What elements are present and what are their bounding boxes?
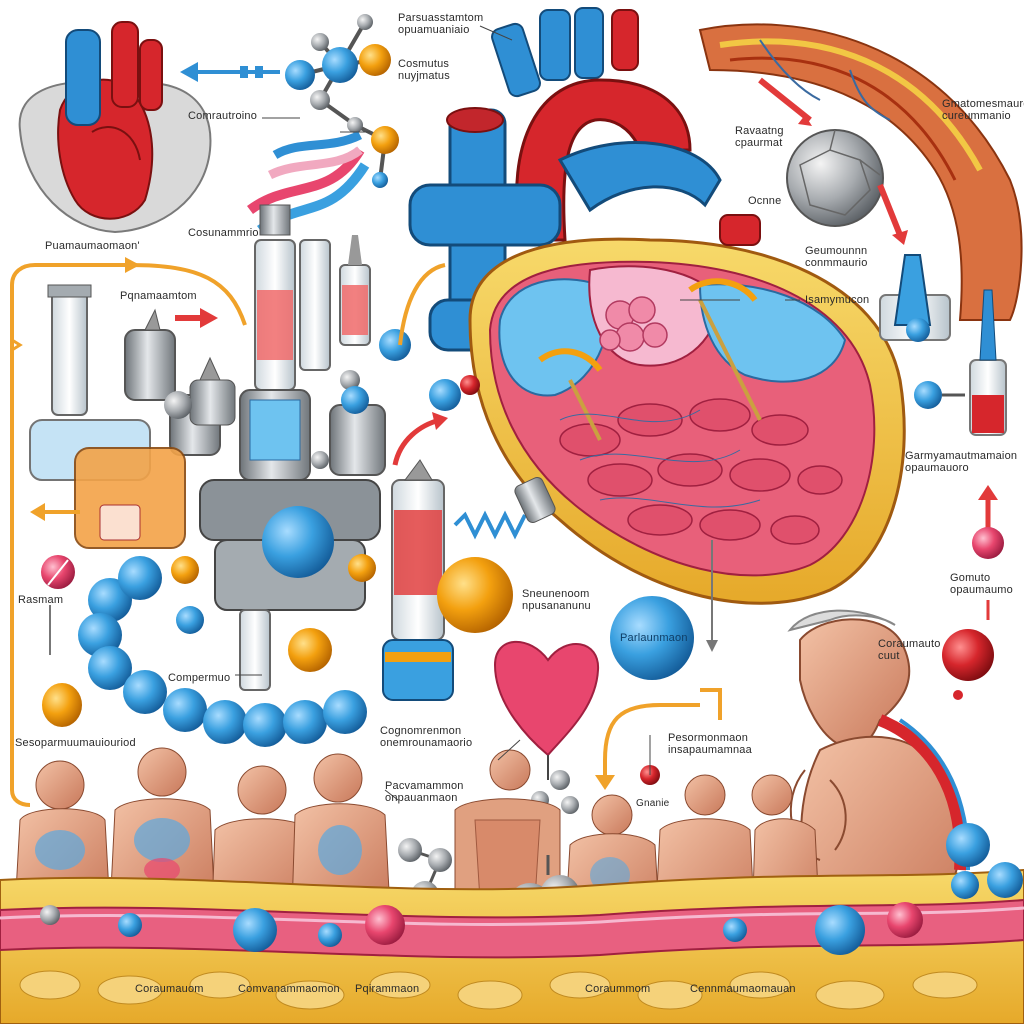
pink-organ [493,640,600,814]
red-ball-right [942,629,994,681]
orange-organ [42,683,82,727]
label-footer-4: Coraummom [585,983,651,995]
vial-right [969,289,1007,436]
syringe-apparatus [29,204,556,701]
label-right-mid: Geumounnn conmmaurio [805,245,868,269]
label-mid-bottom: Cognomrenmon onemrounamaorio [380,725,473,749]
muscle-fiber-band [698,23,1023,321]
label-right-ocm: Ocnne [748,195,782,207]
label-top-center-1: Parsuasstamtom opuamuaniaio [398,12,484,36]
label-right-gaxpo: Garmyamautmamaion opaumauoro [905,450,1018,474]
label-heart-inner: Isamymucon [805,294,870,306]
blue-bead-right [914,381,942,409]
red-arrow-2 [877,183,903,237]
band-balls [40,765,1023,955]
label-left-heart-caption: Puamaumaomaon' [45,240,140,252]
apparatus-beads [164,329,513,672]
label-mid-orange: Sneunenoom npusananunu [522,588,591,612]
label-right-rateside: Ravaatng cpaurmat [735,125,784,149]
center-blue-ball [610,596,694,680]
label-apparatus: Pqnamaamtom [120,290,197,302]
red-arrow-1 [758,77,812,123]
label-left-long: Sesoparmuumauiouriod [15,737,136,749]
label-left-ravasnm: Rasmam [18,594,64,606]
label-footer-5: Cennmaumaomauan [690,983,796,995]
molecule-cluster [285,14,399,188]
small-heart-illustration [18,21,212,234]
label-footer-2: Comvanammaomon [238,983,340,995]
gray-cell-sphere [786,129,884,227]
arrow-left-top [180,62,280,82]
label-footer-1: Coraumauom [135,983,204,995]
label-footer-3: Pqirammaon [355,983,420,995]
label-bottom-right: Pesormonmaon insapaumamnaa [668,732,752,756]
label-mid-blue-ball: Parlaunmaon [620,632,688,644]
pink-ball-right [972,527,1004,559]
blue-bead-chain [78,556,367,747]
label-small-bubble: Gnanie [636,798,670,809]
label-mid-chain: Compermuo [168,672,231,684]
label-top-center-2: Cosmutus nuyjmatus [398,58,450,82]
orange-flow-arrows [10,257,722,807]
label-right-comrate: Coraumauto cuut [878,638,941,662]
bottom-tissue-band [0,868,1024,1024]
pointer-lines [235,25,800,801]
label-top-left-pointer: Comrautroino [188,110,258,122]
label-right-gounto: Gomuto opaumaumo [950,572,1013,596]
main-heart [408,7,906,605]
label-syringe: Cosunammrio [188,227,259,239]
flask-right [879,254,951,342]
label-people: Pacvamammon onpauanmaon [385,780,464,804]
label-right-upper: Gmatomesmaure cureummanio [942,98,1024,122]
